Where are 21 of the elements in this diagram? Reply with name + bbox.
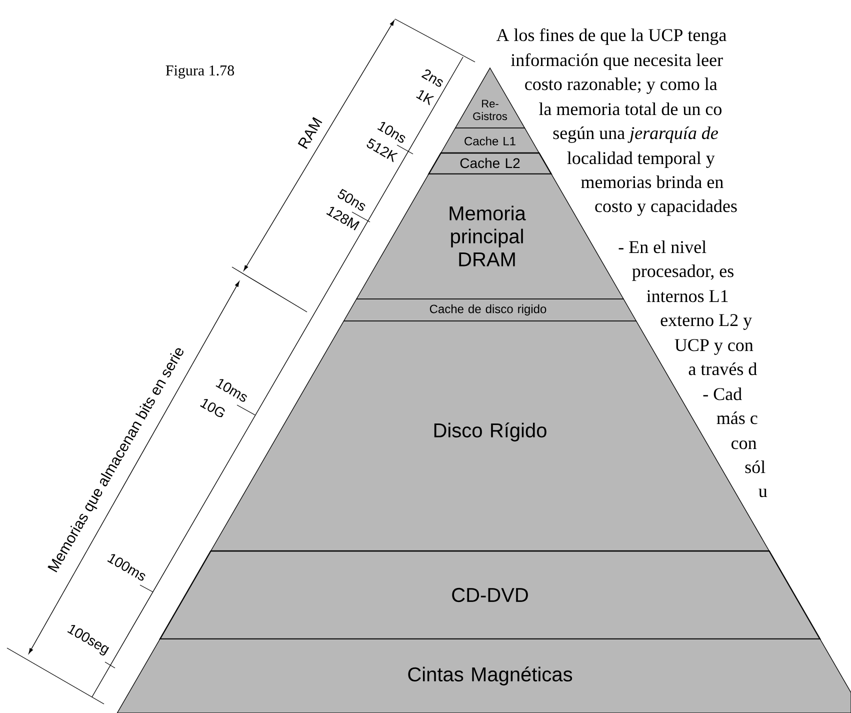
paragraph-line: con <box>732 440 757 450</box>
paragraph-line: localidad temporal y <box>567 152 715 168</box>
paragraph-line: UCP y con <box>674 339 754 355</box>
pyramid-band: Cintas Magnéticas <box>116 638 851 713</box>
paragraph-line: la memoria total de un co <box>539 102 722 116</box>
node-label: Cintas Magnéticas <box>408 666 572 686</box>
paragraph-line: A los fines de que la UCP tenga <box>496 28 726 45</box>
paragraph-line: a través d <box>688 362 757 376</box>
paragraph-line: información que necesita leer <box>510 53 723 70</box>
paragraph-line: más c <box>716 411 758 424</box>
pyramid-band: Cache de disco rigido <box>343 298 637 322</box>
figure-number: Figura 1.78 <box>166 65 234 79</box>
paragraph-line: internos L1 <box>646 290 728 302</box>
scale-label: 2ns <box>421 69 443 87</box>
paragraph-line: procesador, es <box>632 264 734 281</box>
paragraph-line: según unajerarquía de <box>553 126 718 143</box>
scale-label: 1K <box>416 90 434 106</box>
paragraph-line: - Cad <box>703 388 742 400</box>
paragraph-line: sól <box>745 460 766 474</box>
paragraph-line: costo razonable; y como la <box>525 78 718 94</box>
paragraph-line: u <box>758 488 768 498</box>
